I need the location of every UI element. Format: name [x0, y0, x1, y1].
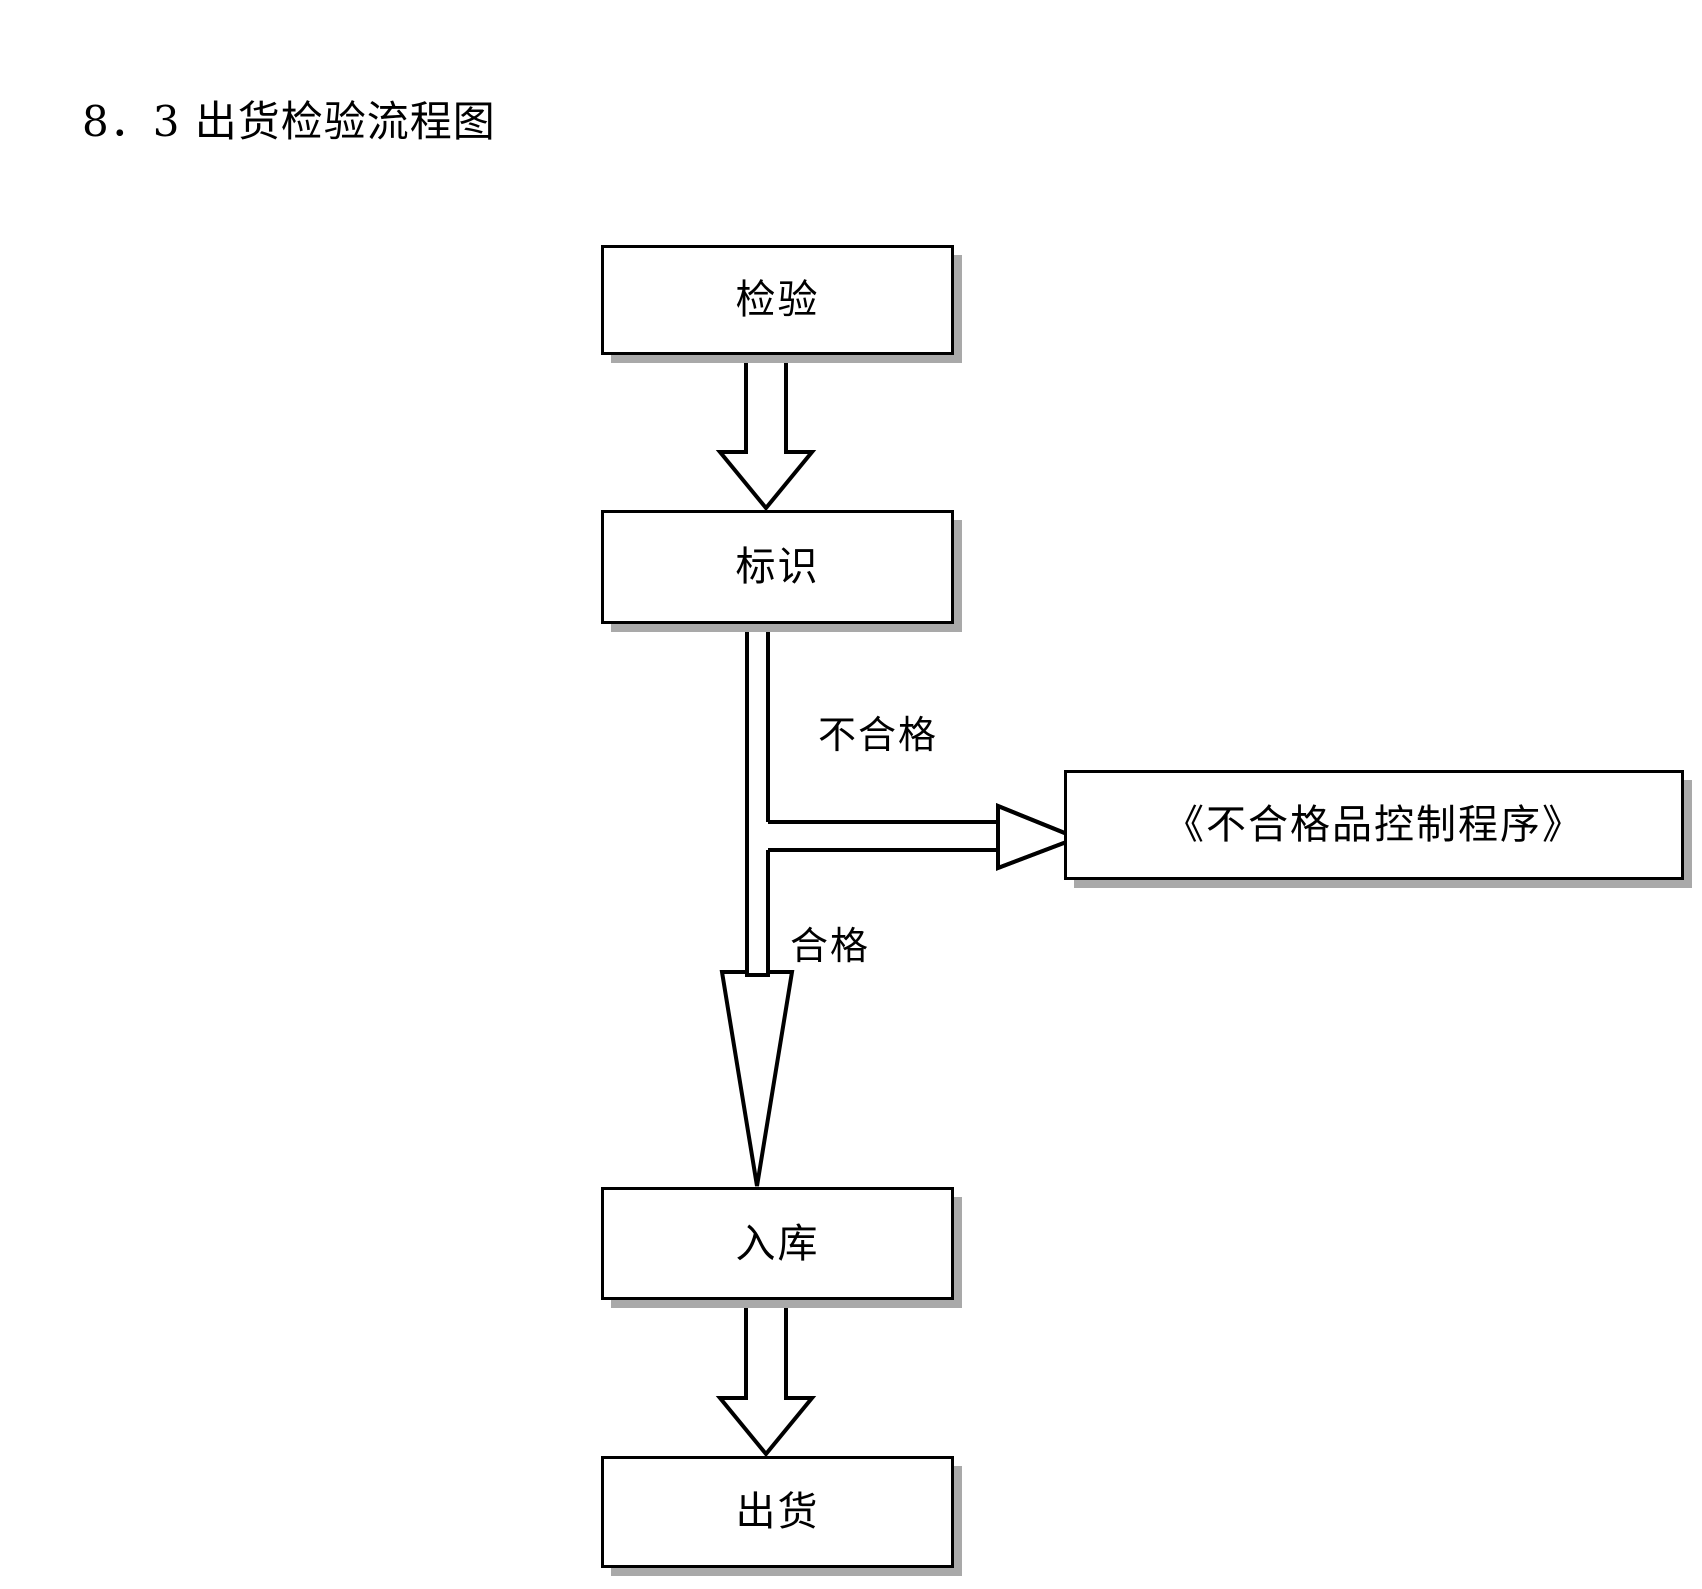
node-warehousing-label: 入库 [735, 1220, 820, 1267]
node-inspection-label: 检验 [735, 277, 820, 323]
node-warehousing[interactable]: 入库 [601, 1187, 954, 1300]
edge-label-nonconforming: 不合格 [818, 713, 939, 757]
node-marking-label: 标识 [735, 544, 820, 590]
arrowhead-into-store [719, 970, 795, 1187]
node-marking[interactable]: 标识 [601, 510, 954, 624]
page-title: 8．3 出货检验流程图 [82, 97, 496, 146]
node-nonconforming-procedure-label: 《不合格品控制程序》 [1164, 802, 1584, 848]
node-nonconforming-procedure[interactable]: 《不合格品控制程序》 [1064, 770, 1684, 880]
node-shipment-label: 出货 [735, 1489, 820, 1535]
arrow-inspect-to-mark [715, 356, 817, 512]
node-inspection[interactable]: 检验 [601, 245, 954, 355]
edge-label-conforming: 合格 [790, 924, 871, 968]
arrow-store-to-ship [715, 1302, 817, 1458]
node-shipment[interactable]: 出货 [601, 1456, 954, 1568]
